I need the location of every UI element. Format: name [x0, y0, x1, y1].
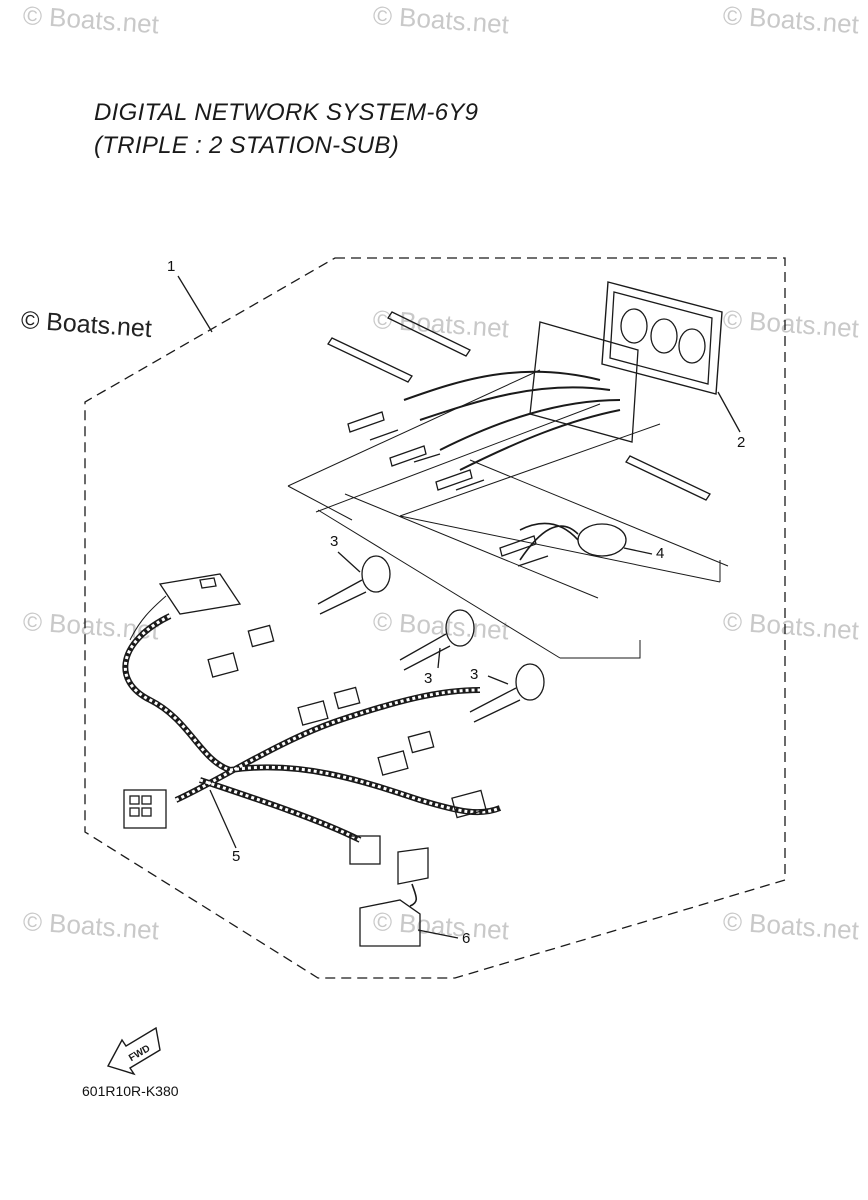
leader-line-2 — [717, 391, 741, 433]
callout-3: 3 — [424, 670, 433, 687]
socket-part-3c — [469, 663, 545, 723]
module-part-6 — [359, 847, 429, 947]
socket-part-3b — [399, 609, 475, 671]
callout-4: 4 — [656, 545, 665, 562]
leader-line-5 — [209, 789, 237, 849]
fwd-arrow-icon — [106, 1026, 161, 1076]
bullet-connectors — [347, 411, 485, 491]
multi-pin-connector — [129, 573, 242, 641]
leader-line-3a — [337, 551, 361, 573]
small-connectors — [207, 624, 487, 865]
leader-line-6 — [417, 929, 459, 939]
panel-harness — [403, 370, 621, 471]
callout-1: 1 — [167, 258, 176, 275]
cable-ties — [327, 311, 711, 501]
callout-2: 2 — [737, 434, 746, 451]
diagram-title: DIGITAL NETWORK SYSTEM-6Y9 — [94, 99, 479, 126]
buzzer-part-4 — [499, 522, 627, 567]
leader-line-1 — [177, 275, 213, 333]
leader-line-4 — [623, 547, 653, 555]
fwd-label: FWD — [127, 1043, 152, 1064]
socket-part-3a — [317, 555, 391, 615]
callout-3: 3 — [330, 533, 339, 550]
diagram-subtitle: (TRIPLE : 2 STATION-SUB) — [94, 132, 400, 159]
assembly-outline — [84, 257, 786, 979]
harness-guide-lines — [287, 369, 729, 659]
callout-5: 5 — [232, 848, 241, 865]
leader-line-3c — [487, 675, 509, 685]
gauge-panel-part-2 — [529, 281, 723, 443]
callout-3: 3 — [470, 666, 479, 683]
reference-code: 601R10R-K380 — [82, 1083, 179, 1099]
callout-6: 6 — [462, 930, 471, 947]
coupler-connector — [123, 789, 167, 829]
